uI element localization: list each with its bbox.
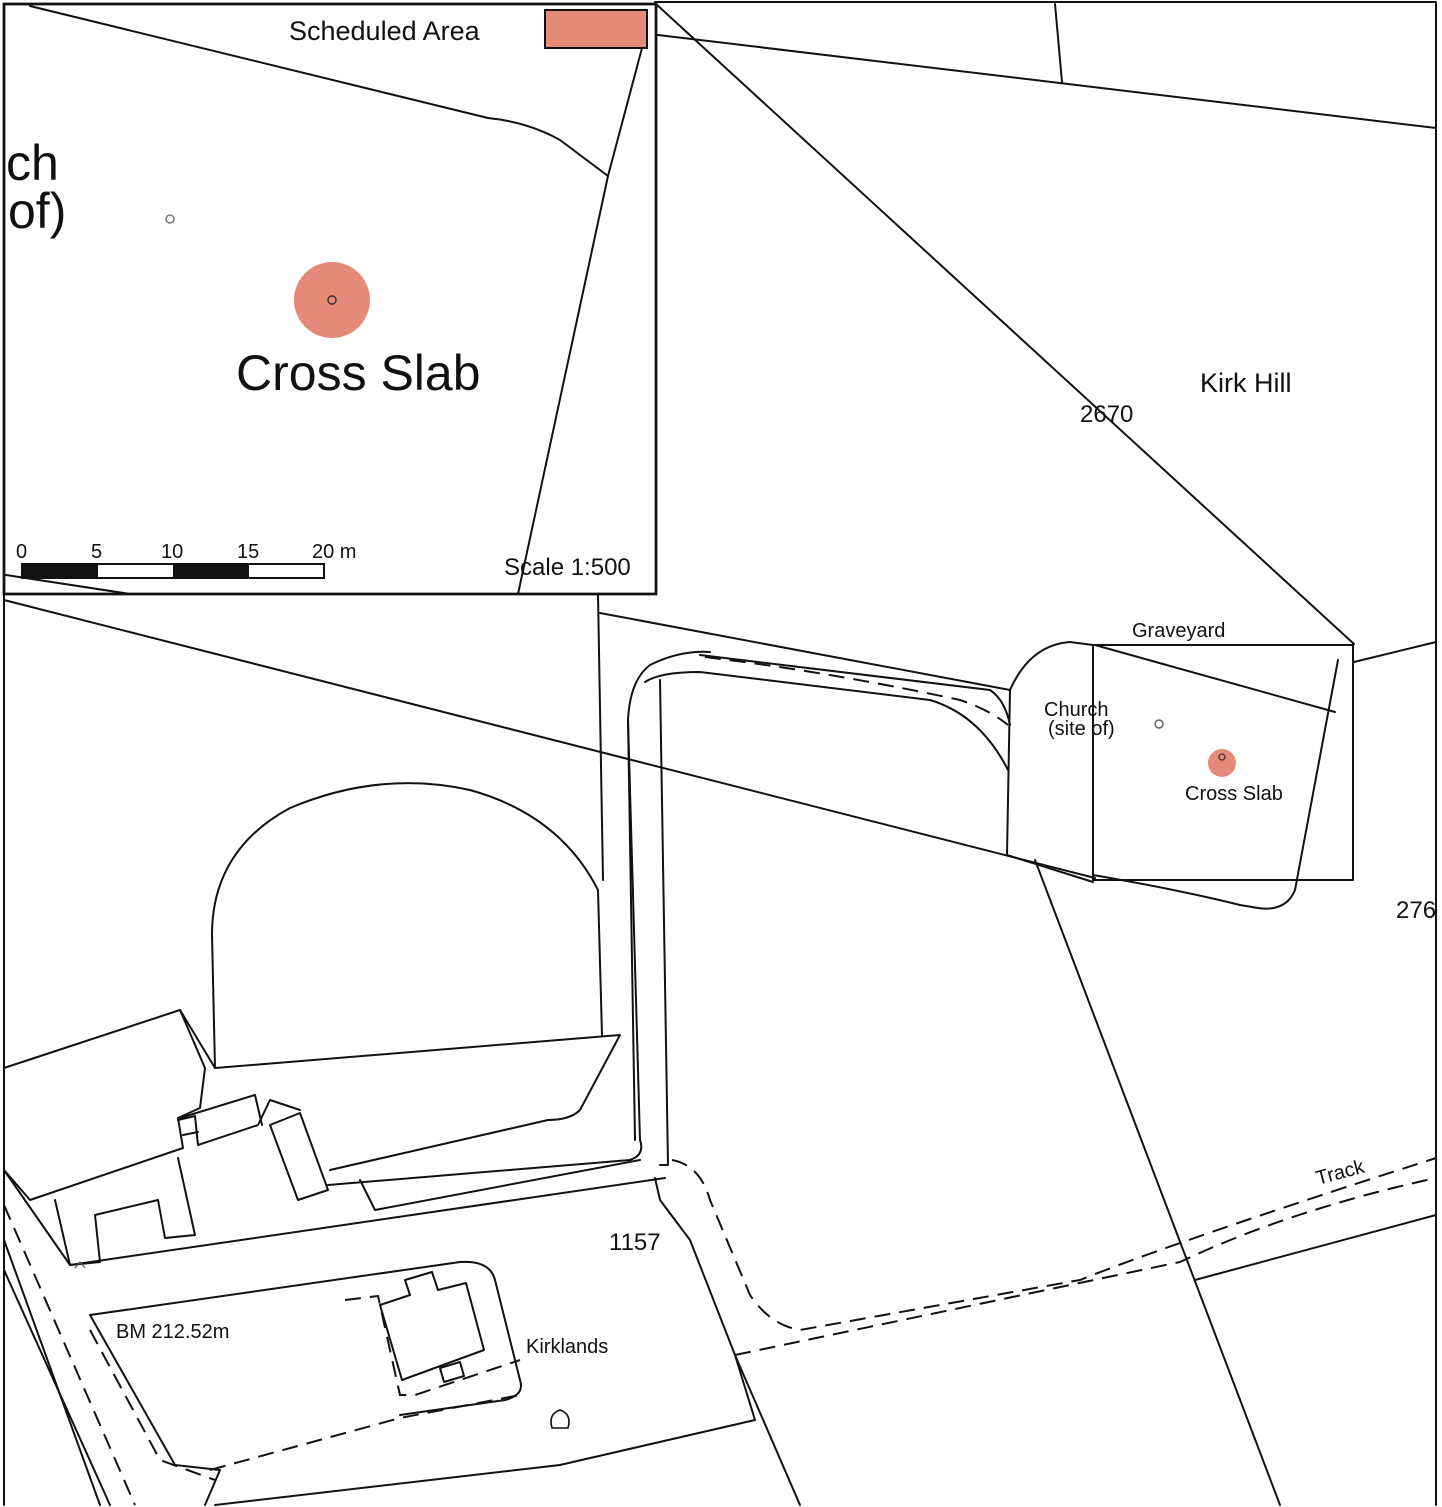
dashed-tracks bbox=[3, 656, 1437, 1506]
label-cross-slab: Cross Slab bbox=[1185, 783, 1283, 805]
label-church: Church bbox=[1044, 699, 1108, 721]
scale-bar: 0 5 10 15 20 m bbox=[16, 541, 356, 579]
cross-slab-marker bbox=[1208, 749, 1236, 777]
inset-partial-label-2: of) bbox=[8, 183, 66, 239]
scale-tick-5: 5 bbox=[91, 541, 102, 563]
scale-tick-10: 10 bbox=[161, 541, 183, 563]
inset-panel: Scheduled Area ch of) Cross Slab 0 5 10 … bbox=[2, 2, 658, 596]
scale-tick-0: 0 bbox=[16, 541, 27, 563]
point-marker bbox=[1154, 719, 1164, 729]
tree-icon bbox=[550, 1409, 570, 1429]
label-parcel-2670: 2670 bbox=[1080, 401, 1133, 428]
scale-tick-15: 15 bbox=[237, 541, 259, 563]
label-track: Track bbox=[1314, 1156, 1368, 1190]
label-kirk-hill: Kirk Hill bbox=[1200, 368, 1292, 398]
label-parcel-partial: 276 bbox=[1396, 897, 1436, 924]
scale-text: Scale 1:500 bbox=[504, 554, 631, 581]
inset-partial-label-1: ch bbox=[6, 135, 59, 191]
scale-tick-20: 20 m bbox=[312, 541, 356, 563]
inset-cross-slab-marker bbox=[294, 262, 370, 338]
label-graveyard: Graveyard bbox=[1132, 620, 1225, 642]
inset-cross-slab-label: Cross Slab bbox=[236, 345, 481, 401]
label-church-site: (site of) bbox=[1048, 718, 1115, 740]
label-bench-mark: BM 212.52m bbox=[116, 1321, 229, 1343]
legend-label: Scheduled Area bbox=[289, 16, 481, 46]
bench-mark-icon bbox=[74, 1261, 86, 1269]
label-parcel-1157: 1157 bbox=[609, 1229, 661, 1256]
legend-swatch bbox=[544, 9, 648, 49]
label-kirklands: Kirklands bbox=[526, 1336, 608, 1358]
inset-point-marker bbox=[165, 214, 175, 224]
